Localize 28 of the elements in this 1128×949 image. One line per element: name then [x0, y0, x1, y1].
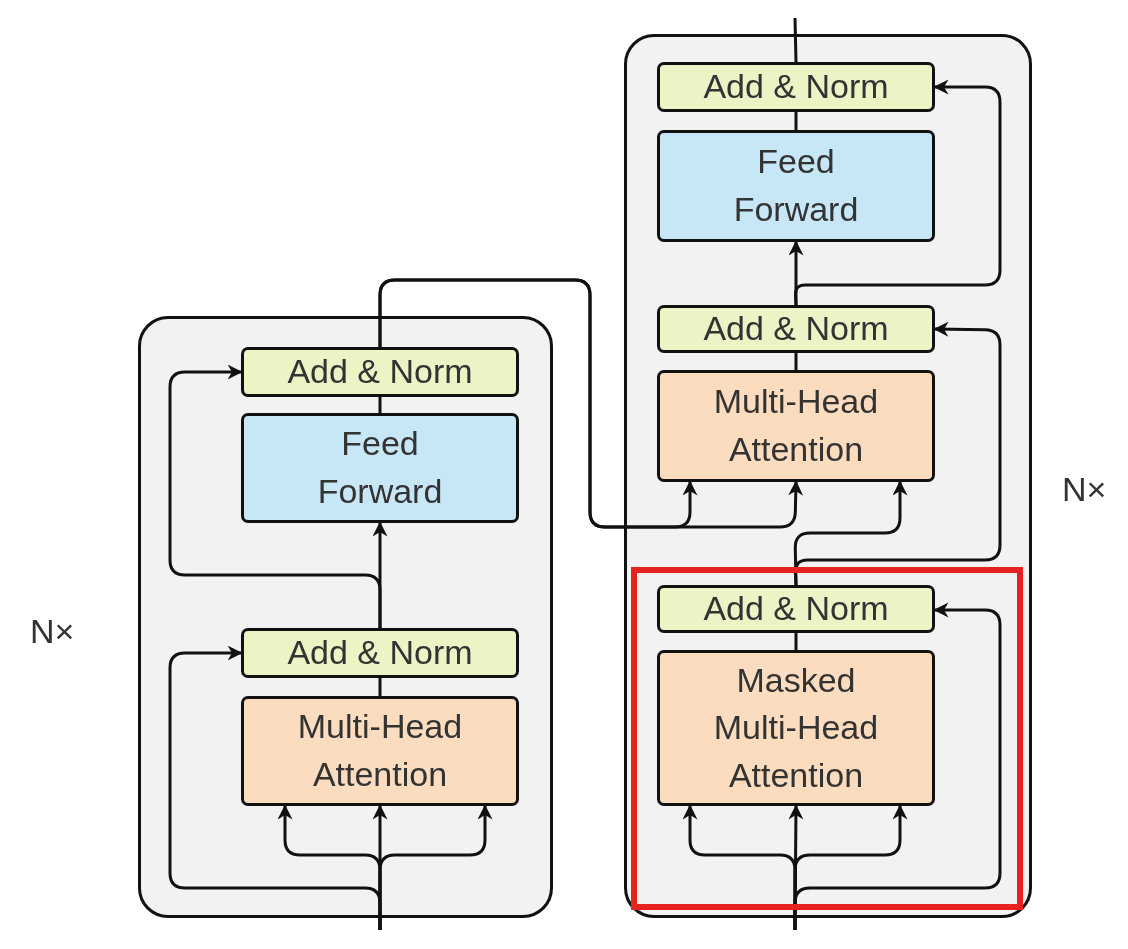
- arrow: [794, 79, 1002, 306]
- arrow: [788, 240, 804, 305]
- block-background: [138, 316, 553, 918]
- feed-forward-box: Feed Forward: [657, 130, 935, 242]
- repeat-count-label: N×: [30, 612, 75, 651]
- attention-box: Masked Multi-Head Attention: [657, 650, 935, 806]
- add-norm-box: Add & Norm: [241, 628, 519, 678]
- attention-box: Multi-Head Attention: [241, 696, 519, 806]
- arrow: [378, 278, 804, 529]
- connector-line: [794, 353, 798, 370]
- feed-forward-box: Feed Forward: [241, 413, 519, 523]
- add-norm-box: Add & Norm: [241, 347, 519, 397]
- block-background: [624, 34, 1032, 918]
- add-norm-box: Add & Norm: [657, 305, 935, 353]
- connector-line: [378, 678, 382, 696]
- arrow: [168, 364, 382, 628]
- arrow: [793, 602, 1002, 930]
- arrow: [168, 645, 382, 930]
- connector-line: [378, 397, 382, 413]
- connector-line: [794, 112, 798, 130]
- add-norm-box: Add & Norm: [657, 62, 935, 112]
- arrow: [794, 321, 1002, 586]
- repeat-count-label: N×: [1062, 470, 1107, 509]
- arrow: [788, 804, 804, 930]
- connector-line: [793, 17, 798, 63]
- add-norm-box: Add & Norm: [657, 585, 935, 633]
- connector-line: [794, 633, 798, 650]
- attention-box: Multi-Head Attention: [657, 370, 935, 482]
